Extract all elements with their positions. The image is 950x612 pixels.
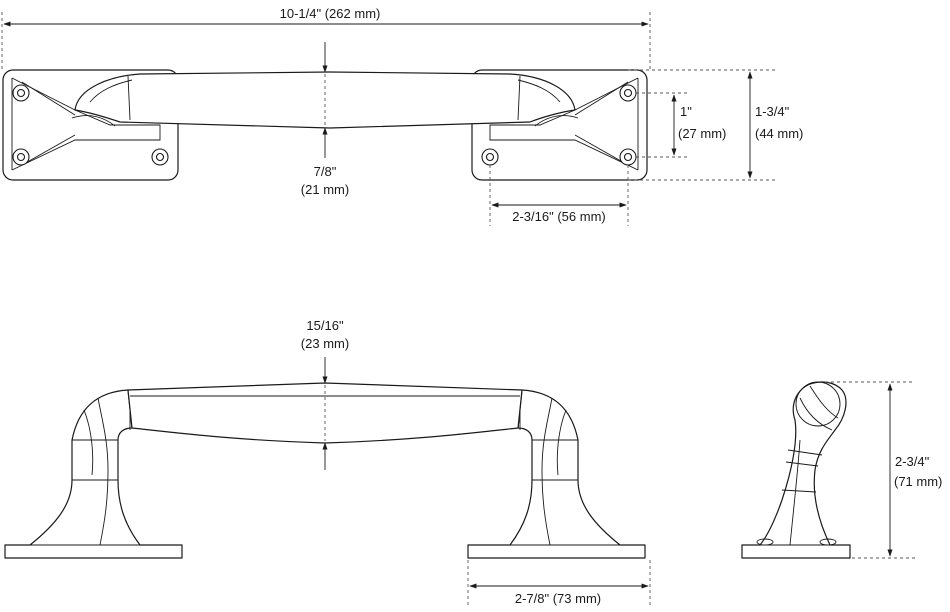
base-width-inch-label: 1-3/4" [755,104,790,119]
top-view [1,12,775,226]
overall-length-label: 10-1/4" (262 mm) [280,6,381,21]
hole-spacing-vertical-inch-label: 1" [680,104,692,119]
base-length-label: 2-7/8" (73 mm) [515,591,601,606]
side-view [4,357,651,608]
hole-spacing-horizontal-label: 2-3/16" (56 mm) [512,209,605,224]
grip-thickness-mm-label: (23 mm) [301,336,349,351]
projection-inch-label: 2-3/4" [895,454,930,469]
end-view [741,381,915,559]
grip-width-inch-label: 7/8" [314,164,337,179]
projection-mm-label: (71 mm) [894,474,942,489]
hole-spacing-vertical-mm-label: (27 mm) [678,126,726,141]
grip-thickness-inch-label: 15/16" [306,318,344,333]
grip-width-mm-label: (21 mm) [301,182,349,197]
base-width-mm-label: (44 mm) [755,126,803,141]
